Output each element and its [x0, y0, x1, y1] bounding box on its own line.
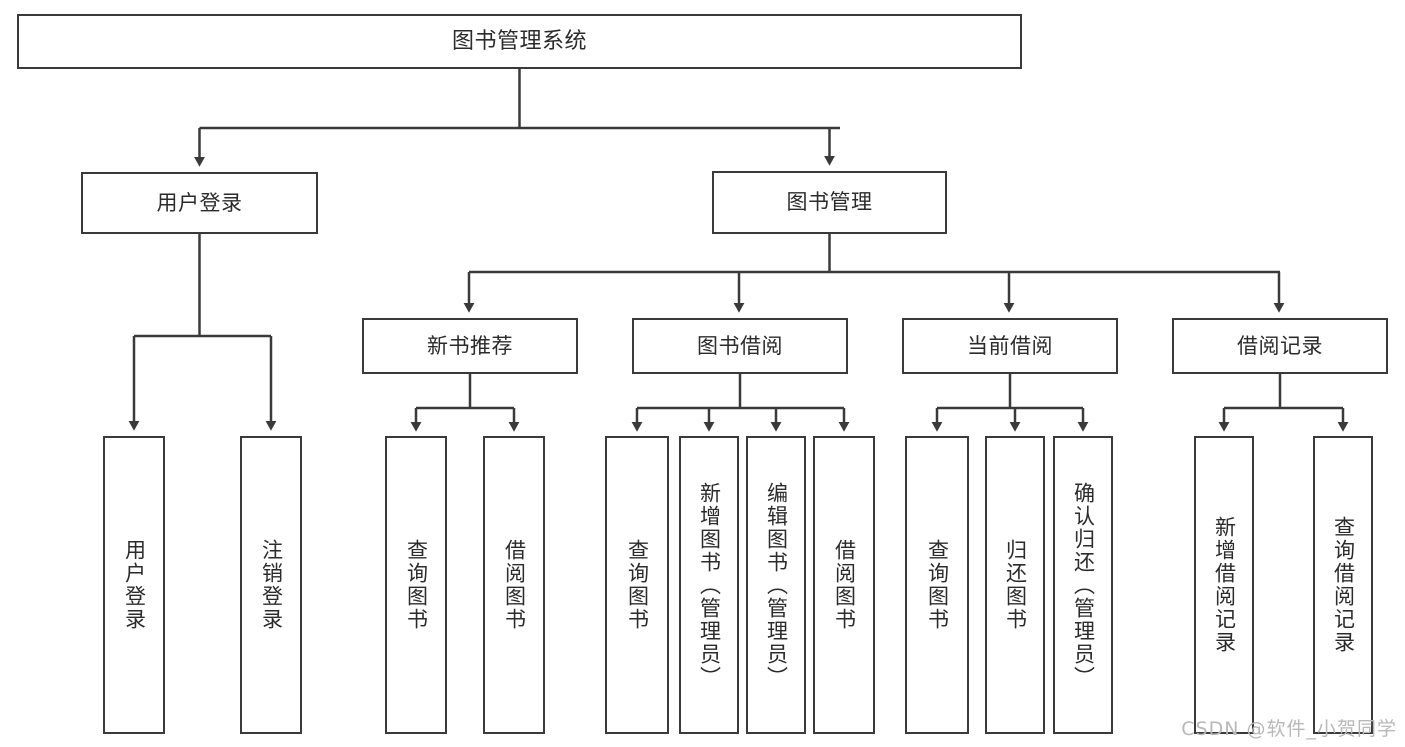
- node-user-login[interactable]: 用户登录: [81, 172, 318, 234]
- node-leaf-user-login[interactable]: 用户登录: [103, 436, 165, 734]
- node-book-manage[interactable]: 图书管理: [712, 171, 947, 234]
- node-leaf-logout[interactable]: 注销登录: [240, 436, 302, 734]
- node-root-label: 图书管理系统: [451, 28, 587, 54]
- node-leaf-confirm-return-label: 确认归还（管理员）: [1071, 481, 1096, 689]
- node-new-book-recommend-label: 新书推荐: [427, 333, 513, 358]
- node-book-borrow[interactable]: 图书借阅: [632, 318, 848, 374]
- node-leaf-query-book-3-label: 查询图书: [925, 539, 950, 631]
- node-leaf-borrow-book-2-label: 借阅图书: [832, 539, 857, 631]
- node-leaf-query-book-3[interactable]: 查询图书: [905, 436, 969, 734]
- node-leaf-borrow-book-2[interactable]: 借阅图书: [813, 436, 875, 734]
- node-user-login-label: 用户登录: [156, 190, 243, 215]
- node-leaf-edit-book[interactable]: 编辑图书（管理员）: [746, 436, 806, 734]
- node-leaf-query-book-1[interactable]: 查询图书: [385, 436, 447, 734]
- node-leaf-add-record-label: 新增借阅记录: [1212, 516, 1237, 654]
- csdn-watermark: CSDN @软件_小贺同学: [1181, 718, 1397, 740]
- node-borrow-record[interactable]: 借阅记录: [1172, 318, 1388, 374]
- node-leaf-return-book-label: 归还图书: [1003, 539, 1028, 631]
- node-borrow-record-label: 借阅记录: [1237, 333, 1323, 358]
- node-book-borrow-label: 图书借阅: [697, 333, 783, 358]
- node-leaf-query-book-1-label: 查询图书: [404, 539, 429, 631]
- node-book-manage-label: 图书管理: [786, 190, 873, 215]
- node-leaf-borrow-book-1[interactable]: 借阅图书: [483, 436, 545, 734]
- node-leaf-query-book-2[interactable]: 查询图书: [605, 436, 669, 734]
- node-leaf-edit-book-label: 编辑图书（管理员）: [764, 481, 789, 689]
- node-new-book-recommend[interactable]: 新书推荐: [362, 318, 578, 374]
- node-current-borrow-label: 当前借阅: [967, 333, 1053, 358]
- node-leaf-logout-label: 注销登录: [259, 539, 284, 631]
- node-leaf-query-record-label: 查询借阅记录: [1331, 516, 1356, 654]
- node-leaf-add-record[interactable]: 新增借阅记录: [1194, 436, 1254, 734]
- node-leaf-query-book-2-label: 查询图书: [625, 539, 650, 631]
- node-leaf-confirm-return[interactable]: 确认归还（管理员）: [1053, 436, 1113, 734]
- node-leaf-return-book[interactable]: 归还图书: [985, 436, 1045, 734]
- node-leaf-add-book-label: 新增图书（管理员）: [697, 481, 722, 689]
- node-root[interactable]: 图书管理系统: [17, 14, 1022, 69]
- node-current-borrow[interactable]: 当前借阅: [902, 318, 1118, 374]
- node-leaf-user-login-label: 用户登录: [122, 539, 147, 631]
- node-leaf-add-book[interactable]: 新增图书（管理员）: [679, 436, 739, 734]
- node-leaf-borrow-book-1-label: 借阅图书: [502, 539, 527, 631]
- node-leaf-query-record[interactable]: 查询借阅记录: [1313, 436, 1373, 734]
